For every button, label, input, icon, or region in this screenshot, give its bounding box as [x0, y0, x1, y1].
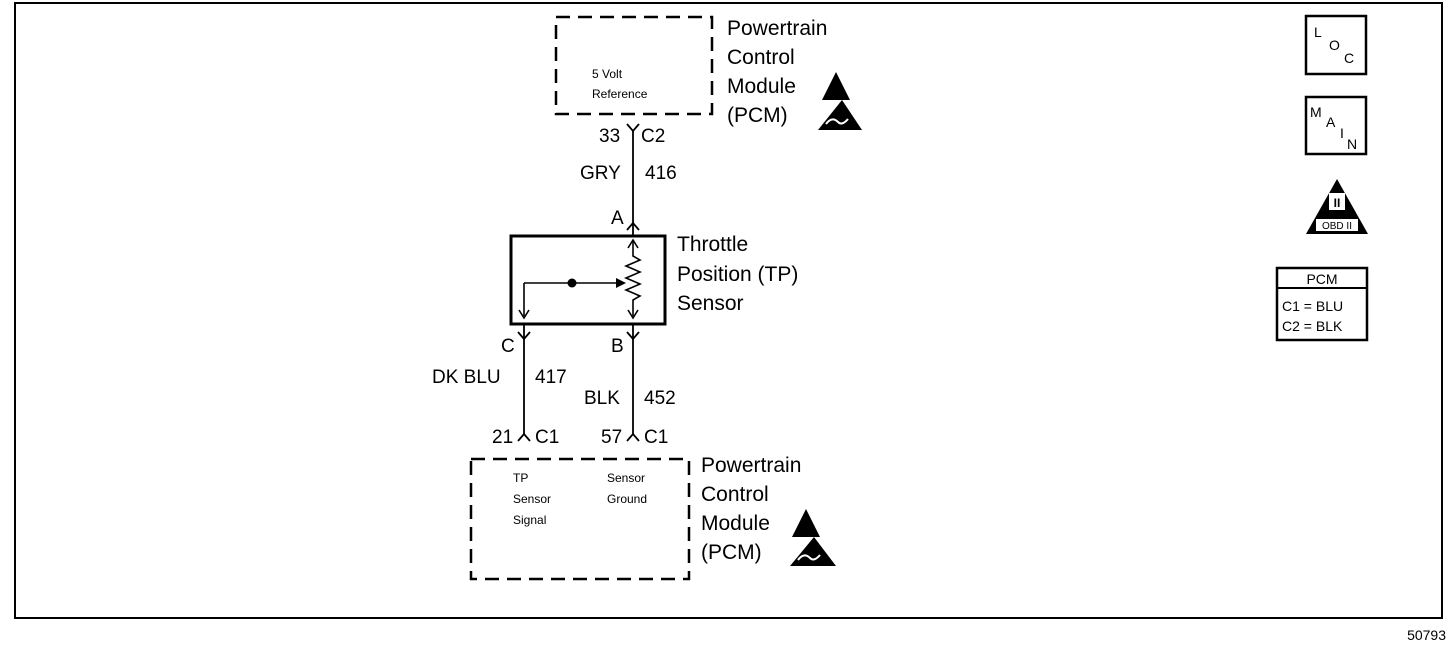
wire-gry-circuit: 416 — [645, 163, 677, 184]
esd-sensitive-icon — [818, 100, 862, 130]
caution-icon — [792, 509, 820, 537]
figure-number: 50793 — [1407, 627, 1446, 643]
caution-icon — [822, 72, 850, 100]
loc-letter-3: C — [1344, 50, 1354, 66]
pcm-connector-table: PCM C1 = BLU C2 = BLK — [1275, 266, 1369, 342]
pcm-bottom-title-line2: Control — [701, 483, 769, 506]
pcm-bottom-ground-line2: Ground — [607, 492, 647, 506]
pcm-bottom-box — [469, 457, 691, 581]
connector-top-id: C2 — [641, 126, 665, 147]
loc-letter-1: L — [1314, 24, 1322, 40]
pcm-bottom-signal-line2: Sensor — [513, 492, 551, 506]
tp-sensor: A Throttle Position (TP) Sensor C B — [501, 208, 798, 357]
pcm-top-box — [554, 15, 714, 116]
tp-sensor-pin-a: A — [611, 208, 624, 229]
obd-numeral: II — [1334, 196, 1341, 210]
obd-ii-icon: II OBD II — [1306, 179, 1368, 234]
tp-sensor-title-line1: Throttle — [677, 233, 748, 256]
pcm-bottom: TP Sensor Signal Sensor Ground Powertrai… — [469, 454, 836, 581]
connector-bottom-left: 21 C1 — [492, 427, 559, 448]
loc-letter-2: O — [1329, 37, 1340, 53]
wire-blk-color: BLK — [584, 388, 620, 409]
connector-top-pin: 33 — [599, 126, 620, 147]
pcm-bottom-signal-line3: Signal — [513, 513, 546, 527]
tp-sensor-box — [509, 234, 667, 326]
pcm-bottom-title-line3: Module — [701, 512, 770, 535]
main-letter-2: A — [1326, 114, 1336, 130]
wire-dkblu-circuit: 417 — [535, 367, 567, 388]
pcm-table-row-2: C2 = BLK — [1282, 318, 1343, 334]
wire-dkblu-color: DK BLU — [432, 367, 501, 388]
pcm-bottom-title-line1: Powertrain — [701, 454, 801, 477]
pcm-bottom-ground-line1: Sensor — [607, 471, 645, 485]
diagram-frame — [14, 2, 1443, 619]
esd-sensitive-icon — [790, 537, 836, 566]
pcm-top: 5 Volt Reference Powertrain Control Modu… — [554, 15, 862, 130]
tp-sensor-title-line2: Position (TP) — [677, 263, 798, 286]
connector-bottom-right-pin: 57 — [601, 427, 622, 448]
potentiometer-symbol — [518, 238, 643, 320]
tp-sensor-pin-b: B — [611, 336, 624, 357]
loc-icon: L O C — [1304, 14, 1368, 76]
connector-bottom-right: 57 C1 — [601, 427, 668, 448]
pcm-top-function-line2: Reference — [592, 87, 648, 101]
main-letter-4: N — [1347, 136, 1357, 152]
main-letter-1: M — [1310, 104, 1322, 120]
tp-sensor-title-line3: Sensor — [677, 292, 744, 315]
connector-top-symbol — [626, 123, 640, 133]
pcm-top-title-line4: (PCM) — [727, 104, 788, 127]
pcm-top-title-line1: Powertrain — [727, 17, 827, 40]
main-icon: M A I N — [1304, 95, 1368, 156]
wire-blk-circuit: 452 — [644, 388, 676, 409]
obd-label: OBD II — [1322, 221, 1352, 232]
pcm-bottom-signal-line1: TP — [513, 471, 528, 485]
tp-sensor-pin-c: C — [501, 336, 515, 357]
pcm-top-title-line2: Control — [727, 46, 795, 69]
pcm-bottom-title-line4: (PCM) — [701, 541, 762, 564]
connector-bottom-left-id: C1 — [535, 427, 559, 448]
pcm-table-row-1: C1 = BLU — [1282, 298, 1343, 314]
pcm-top-title-line3: Module — [727, 75, 796, 98]
main-letter-3: I — [1340, 125, 1344, 141]
connector-bottom-right-id: C1 — [644, 427, 668, 448]
wire-gry-color: GRY — [580, 163, 621, 184]
pcm-table-header: PCM — [1306, 271, 1337, 287]
connector-bottom-left-pin: 21 — [492, 427, 513, 448]
pcm-top-function-line1: 5 Volt — [592, 67, 623, 81]
